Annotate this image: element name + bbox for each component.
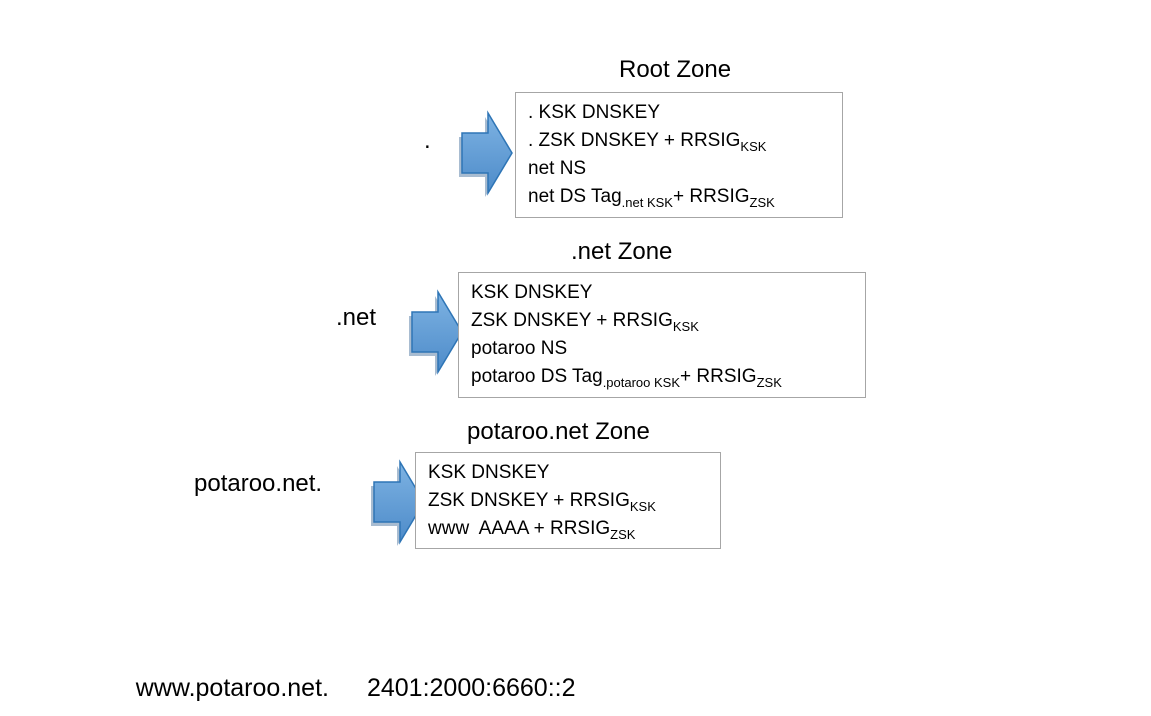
record-text: net NS	[528, 158, 587, 179]
resolution-result: www.potaroo.net. 2401:2000:6660::2	[108, 643, 576, 716]
record-line: . ZSK DNSKEY + RRSIGKSK	[528, 127, 830, 155]
resolved-hostname: www.potaroo.net.	[135, 674, 329, 702]
record-text: net DS Tag	[528, 186, 622, 207]
record-text: + RRSIG	[672, 186, 750, 207]
record-text: www AAAA + RRSIG	[428, 518, 611, 539]
record-text: potaroo DS Tag	[471, 366, 603, 387]
record-line: potaroo DS Tag.potaroo KSK+ RRSIGZSK	[471, 363, 853, 391]
record-subscript: .net KSK	[621, 194, 673, 210]
record-line: net DS Tag.net KSK+ RRSIGZSK	[528, 183, 830, 211]
zone-title-net: .net Zone	[571, 238, 673, 265]
root-zone-record-box: . KSK DNSKEY . ZSK DNSKEY + RRSIGKSK net…	[515, 92, 843, 218]
record-subscript: KSK	[740, 138, 767, 154]
record-subscript: .potaroo KSK	[602, 374, 681, 390]
record-line: net NS	[528, 155, 830, 183]
record-text: ZSK DNSKEY + RRSIG	[471, 310, 673, 331]
record-line: ZSK DNSKEY + RRSIGKSK	[471, 307, 853, 335]
record-text: potaroo NS	[471, 338, 568, 359]
delegation-arrow-icon	[459, 110, 513, 197]
record-subscript: ZSK	[610, 526, 636, 542]
record-text: + RRSIG	[680, 366, 757, 387]
record-line: . KSK DNSKEY	[528, 99, 830, 127]
record-subscript: KSK	[672, 318, 699, 334]
record-subscript: ZSK	[756, 374, 782, 390]
record-subscript: KSK	[629, 498, 656, 514]
resolved-ipv6-address: 2401:2000:6660::2	[366, 674, 576, 702]
zone-label-root: .	[424, 127, 431, 154]
record-text: KSK DNSKEY	[471, 282, 593, 303]
record-text: . KSK DNSKEY	[528, 102, 660, 123]
delegation-arrow-icon	[409, 289, 463, 376]
record-line: ZSK DNSKEY + RRSIGKSK	[428, 487, 708, 515]
record-line: KSK DNSKEY	[471, 279, 853, 307]
record-text: KSK DNSKEY	[428, 462, 550, 483]
delegation-arrow-icon	[371, 459, 425, 546]
zone-title-root: Root Zone	[619, 56, 732, 83]
zone-label-net: .net	[336, 304, 377, 331]
record-text: ZSK DNSKEY + RRSIG	[428, 490, 630, 511]
potaroo-zone-record-box: KSK DNSKEY ZSK DNSKEY + RRSIGKSK www AAA…	[415, 452, 721, 549]
record-line: potaroo NS	[471, 335, 853, 363]
record-line: KSK DNSKEY	[428, 459, 708, 487]
zone-title-potaroo: potaroo.net Zone	[467, 418, 650, 445]
record-text: . ZSK DNSKEY + RRSIG	[528, 130, 741, 151]
record-subscript: ZSK	[749, 194, 775, 210]
record-line: www AAAA + RRSIGZSK	[428, 515, 708, 543]
net-zone-record-box: KSK DNSKEY ZSK DNSKEY + RRSIGKSK potaroo…	[458, 272, 866, 398]
zone-label-potaroo: potaroo.net.	[194, 470, 323, 497]
